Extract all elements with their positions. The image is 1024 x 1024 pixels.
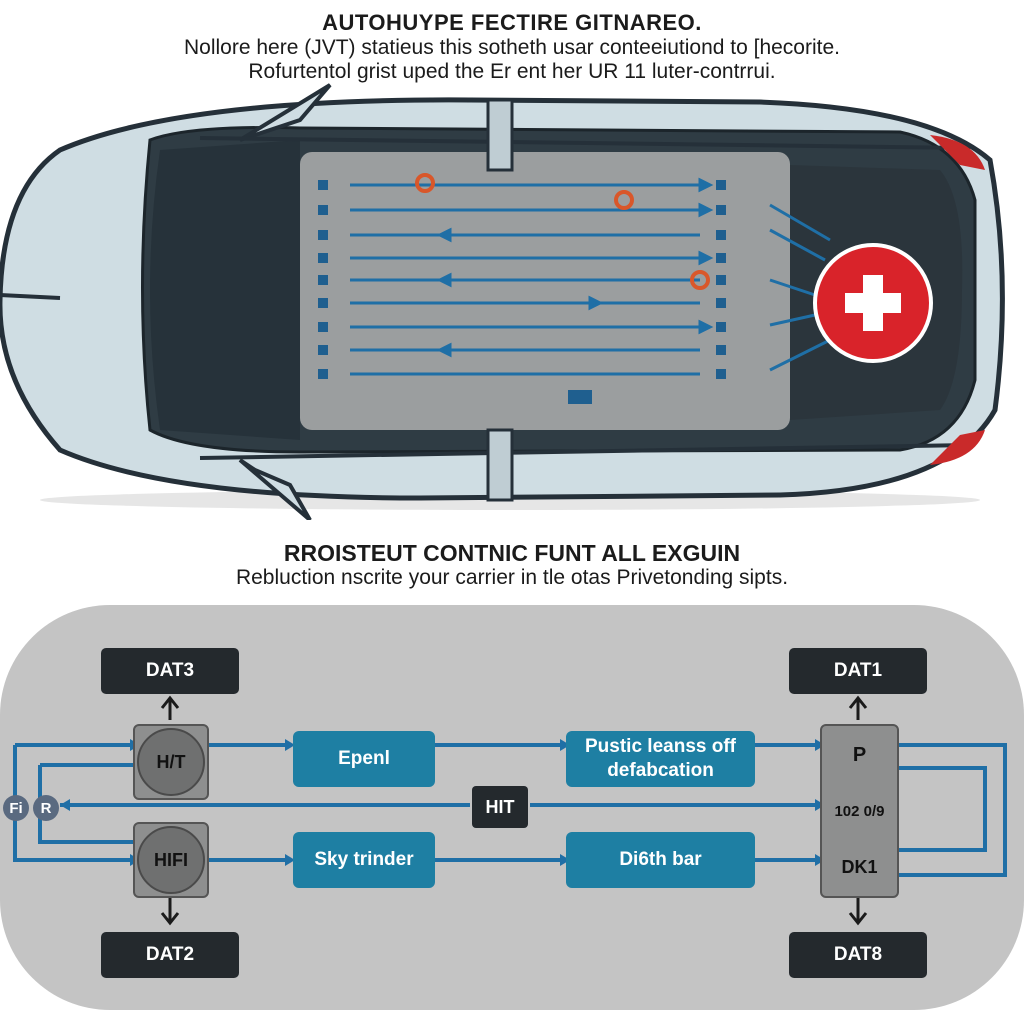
dat1-box: DAT1 [789,648,927,694]
red-cross-icon [813,243,933,363]
right-module-mid-label: 102 0/9 [834,803,885,821]
sky-trinder-box: Sky trinder [293,832,435,888]
ht-module: H/T [133,724,209,800]
hifi-module-label: HIFI [137,826,205,894]
dioth-bar-box: Di6th bar [566,832,755,888]
right-module-bottom-label: DK1 [841,856,878,877]
ht-module-label: H/T [137,728,205,796]
subtitle-line-2: Rofurtentol grist uped the Er ent her UR… [248,60,776,83]
right-module: P 102 0/9 DK1 [820,724,899,898]
dat8-box: DAT8 [789,932,927,978]
hit-box: HIT [472,786,528,828]
r-circle: R [33,795,59,821]
dat2-box: DAT2 [101,932,239,978]
right-module-top-label: P [852,744,867,767]
section-title: RROISTEUT CONTNIC FUNT ALL EXGUIN [283,540,741,566]
fi-circle: Fi [3,795,29,821]
section-subtitle: Rebluction nscrite your carrier in tle o… [235,566,789,589]
pustic-box: Pustic leanss off defabcation [566,731,755,787]
subtitle-line-1: Nollore here (JVT) statieus this sotheth… [183,36,840,59]
dat3-box: DAT3 [101,648,239,694]
hifi-module: HIFI [133,822,209,898]
epenl-box: Epenl [293,731,435,787]
page-title: AUTOHUYPE FECTIRE GITNAREO. [322,10,702,35]
electrical-panel [300,152,790,430]
car-topview-illustration [0,83,1005,520]
